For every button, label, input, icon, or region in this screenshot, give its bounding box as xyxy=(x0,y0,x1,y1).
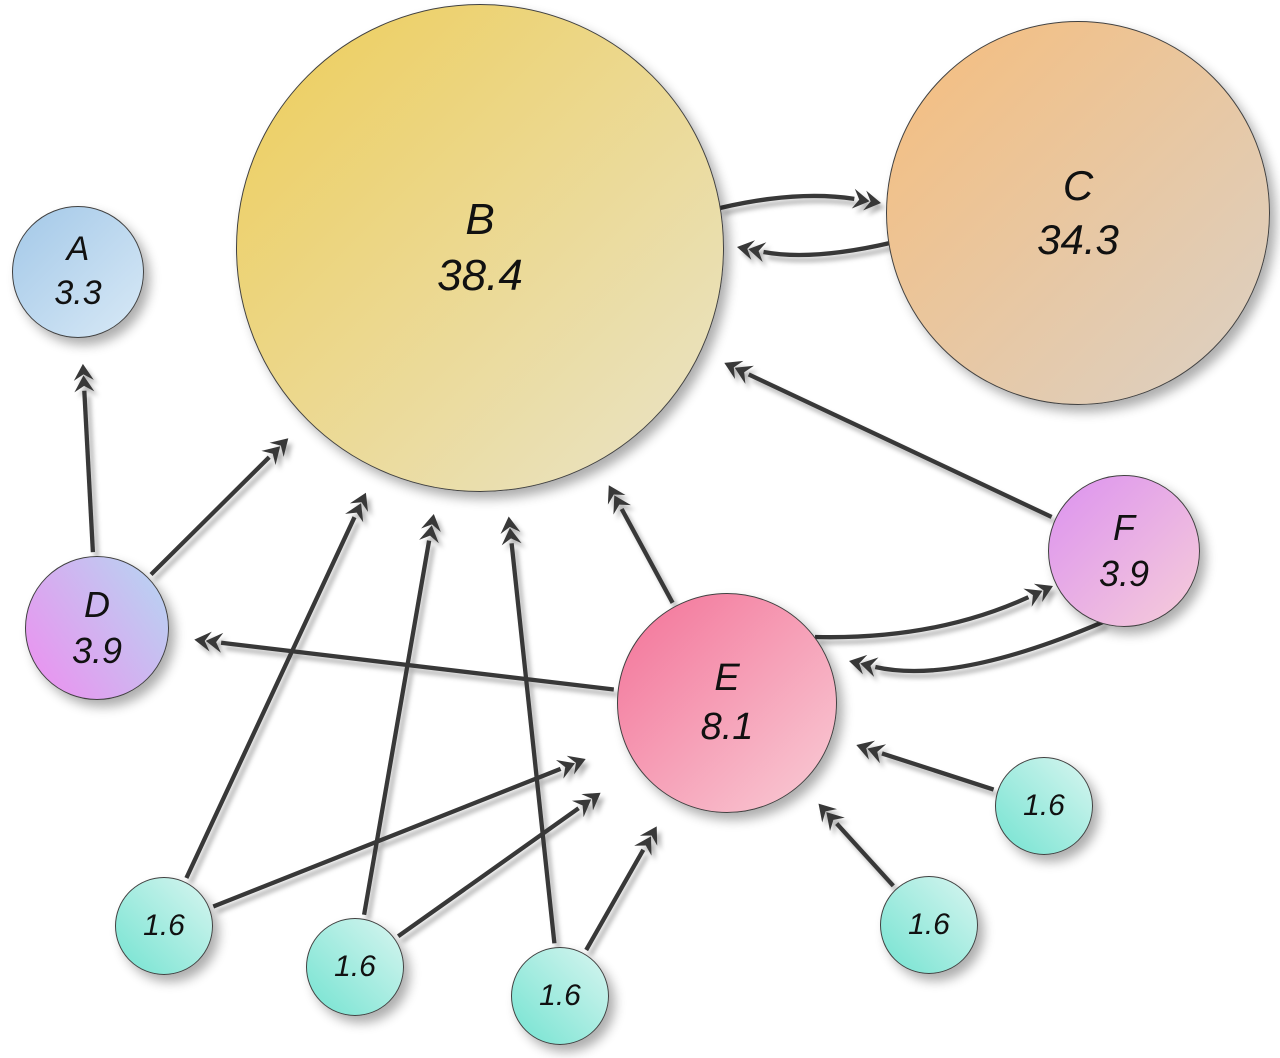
arrowhead-icon xyxy=(566,755,586,775)
edge-line xyxy=(747,372,1053,519)
edge-line xyxy=(149,455,271,577)
node-A: A 3.3 xyxy=(12,206,144,338)
arrowhead-icon xyxy=(269,438,289,457)
edge-C-B xyxy=(737,240,891,262)
node-value: 1.6 xyxy=(908,907,950,941)
arrowhead-icon xyxy=(849,654,868,675)
node-value: 8.1 xyxy=(700,706,754,748)
arrowhead-icon xyxy=(194,631,212,652)
edge-E-B xyxy=(607,485,675,604)
arrowhead-icon xyxy=(826,812,845,832)
edge-D-B xyxy=(149,438,289,577)
arrowhead-icon xyxy=(581,792,601,811)
arrowhead-icon xyxy=(613,495,631,515)
node-letter: B xyxy=(465,194,495,244)
arrowhead-icon xyxy=(1023,588,1043,607)
node-letter: A xyxy=(66,230,90,269)
node-C: C 34.3 xyxy=(886,21,1270,405)
arrowhead-icon xyxy=(863,190,881,211)
arrowhead-icon xyxy=(555,759,575,779)
node-value: 38.4 xyxy=(437,251,523,300)
edge-F-B xyxy=(724,360,1053,519)
node-letter: F xyxy=(1113,506,1135,548)
edge-H-E xyxy=(396,792,601,939)
edge-I-B xyxy=(500,516,557,944)
arrowhead-icon xyxy=(345,503,364,523)
node-value: 3.3 xyxy=(54,274,102,312)
node-E: E 8.1 xyxy=(617,593,837,813)
edge-line xyxy=(719,193,855,211)
arrowhead-icon xyxy=(818,803,838,823)
arrowhead-icon xyxy=(734,365,754,384)
edge-J-E xyxy=(818,803,895,888)
arrowhead-icon xyxy=(867,744,887,764)
edge-I-E xyxy=(584,826,658,952)
arrowhead-icon xyxy=(421,514,441,532)
node-H: 1.6 xyxy=(306,918,404,1016)
arrowhead-icon xyxy=(639,826,658,846)
edge-line xyxy=(82,390,96,553)
edge-D-A xyxy=(73,363,96,553)
arrowhead-icon xyxy=(205,632,224,653)
arrowhead-icon xyxy=(74,375,95,393)
arrowhead-icon xyxy=(73,363,94,381)
node-value: 1.6 xyxy=(143,908,185,942)
edge-line xyxy=(881,751,995,792)
node-value: 3.9 xyxy=(71,630,123,671)
edge-line xyxy=(509,543,557,944)
edge-line xyxy=(584,848,646,952)
arrowhead-icon xyxy=(571,799,592,818)
node-value: 34.3 xyxy=(1037,216,1119,263)
node-letter: D xyxy=(84,583,110,625)
arrowhead-icon xyxy=(501,527,522,546)
node-F: F 3.9 xyxy=(1048,475,1200,627)
node-value: 1.6 xyxy=(539,978,581,1012)
edge-line xyxy=(814,595,1030,640)
arrowhead-icon xyxy=(1033,583,1053,602)
arrowhead-icon xyxy=(607,485,626,505)
arrowhead-icon xyxy=(349,492,368,512)
arrowhead-icon xyxy=(500,516,521,534)
node-value: 1.6 xyxy=(334,949,376,983)
node-value: 1.6 xyxy=(1023,788,1065,822)
arrowhead-icon xyxy=(860,657,879,677)
edge-line xyxy=(835,822,895,888)
node-I: 1.6 xyxy=(511,947,609,1045)
arrowhead-icon xyxy=(748,242,767,262)
node-B: B 38.4 xyxy=(236,4,724,492)
arrowhead-icon xyxy=(261,446,281,466)
arrowhead-icon xyxy=(737,240,756,260)
arrowhead-icon xyxy=(856,740,876,760)
edge-F-E xyxy=(849,620,1104,677)
edge-G-E xyxy=(212,755,586,909)
edge-line xyxy=(874,620,1104,674)
node-value: 3.9 xyxy=(1098,553,1150,594)
edge-line xyxy=(763,240,891,258)
node-K: 1.6 xyxy=(995,757,1093,855)
edge-line xyxy=(212,766,562,909)
node-G: 1.6 xyxy=(115,877,213,975)
edge-B-C xyxy=(719,188,881,211)
node-J: 1.6 xyxy=(880,876,978,974)
node-letter: C xyxy=(1062,162,1094,210)
node-D: D 3.9 xyxy=(25,556,169,700)
edge-line xyxy=(396,806,580,939)
edge-line xyxy=(619,507,675,604)
arrowhead-icon xyxy=(634,836,652,856)
edge-H-B xyxy=(361,514,441,916)
arrowhead-icon xyxy=(851,188,870,209)
edge-line xyxy=(220,640,615,692)
edge-G-B xyxy=(184,492,368,879)
edge-K-E xyxy=(856,740,995,792)
node-letter: E xyxy=(714,657,740,700)
edge-line xyxy=(184,516,357,879)
edge-line xyxy=(361,540,432,916)
arrowhead-icon xyxy=(724,360,744,379)
edge-E-D xyxy=(194,631,615,692)
arrowhead-icon xyxy=(419,525,439,544)
edge-E-F xyxy=(814,583,1053,640)
